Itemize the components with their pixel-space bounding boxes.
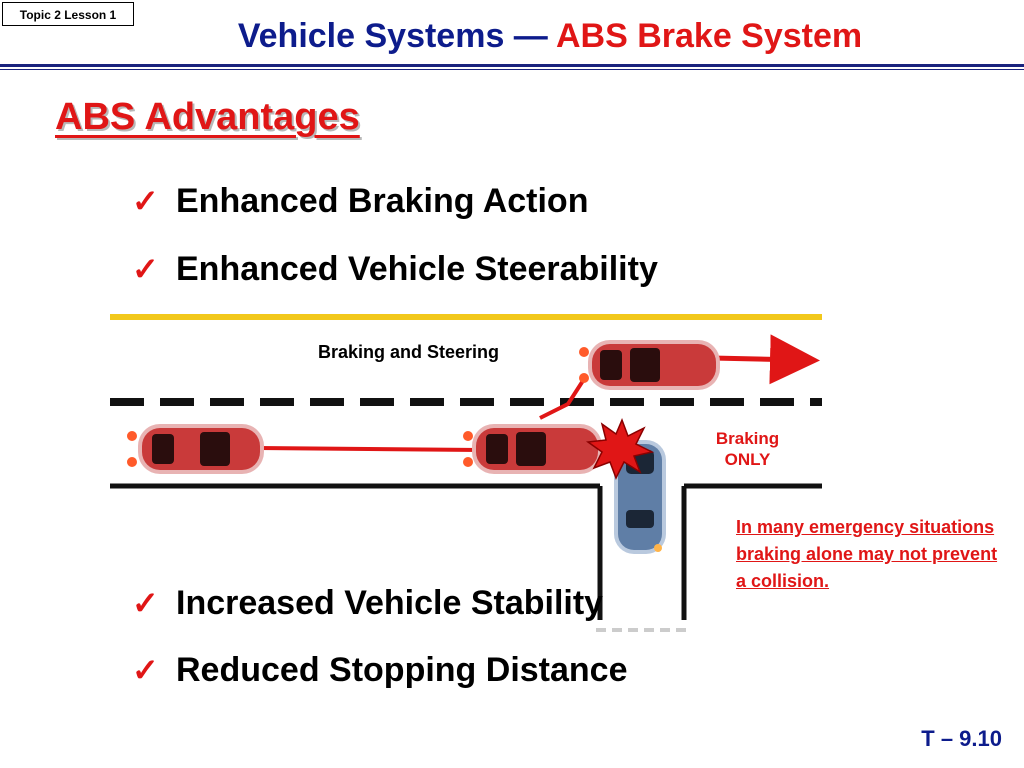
bullet-text: Increased Vehicle Stability [176, 583, 604, 622]
checkmark-icon: ✓ [132, 652, 159, 688]
slide-number: T – 9.10 [921, 726, 1002, 751]
bullet-item: ✓ Enhanced Vehicle Steerability [132, 244, 658, 294]
topic-tag: Topic 2 Lesson 1 [2, 2, 134, 26]
header-rule-bottom [0, 69, 1024, 70]
bullet-text: Enhanced Braking Action [176, 181, 589, 220]
direction-arrow [711, 334, 820, 385]
braking-only-line2: ONLY [724, 450, 771, 469]
page-title: Vehicle Systems — ABS Brake System [150, 14, 950, 58]
header-rule-top [0, 64, 1024, 67]
trajectory-line [257, 446, 481, 452]
checkmark-icon: ✓ [132, 183, 159, 219]
braking-only-line1: Braking [715, 429, 780, 448]
bullet-item: ✓ Increased Vehicle Stability [132, 578, 603, 628]
bullet-text: Reduced Stopping Distance [176, 650, 628, 689]
emergency-note: In many emergency situations braking alo… [736, 517, 998, 591]
bullet-text: Enhanced Vehicle Steerability [176, 249, 658, 288]
section-heading: ABS Advantages [55, 96, 360, 138]
checkmark-icon: ✓ [132, 585, 159, 621]
bullet-item: ✓ Reduced Stopping Distance [132, 645, 628, 695]
red-car-steered [579, 340, 720, 390]
trajectory-steer-line [539, 374, 588, 420]
abs-road-illustration [110, 314, 822, 632]
red-car-braking [463, 424, 602, 474]
road-edge-line [110, 314, 822, 320]
title-abs-brake-system: ABS Brake System [555, 17, 863, 55]
bullet-item: ✓ Enhanced Braking Action [132, 176, 588, 226]
braking-only-label: Braking ONLY [690, 428, 805, 470]
blue-car [614, 440, 666, 554]
scene-label: Braking and Steering [318, 342, 500, 362]
title-vehicle-systems: Vehicle Systems — [237, 17, 556, 55]
checkmark-icon: ✓ [132, 251, 159, 287]
collision-burst-icon [585, 417, 655, 480]
red-car-start [127, 424, 264, 474]
